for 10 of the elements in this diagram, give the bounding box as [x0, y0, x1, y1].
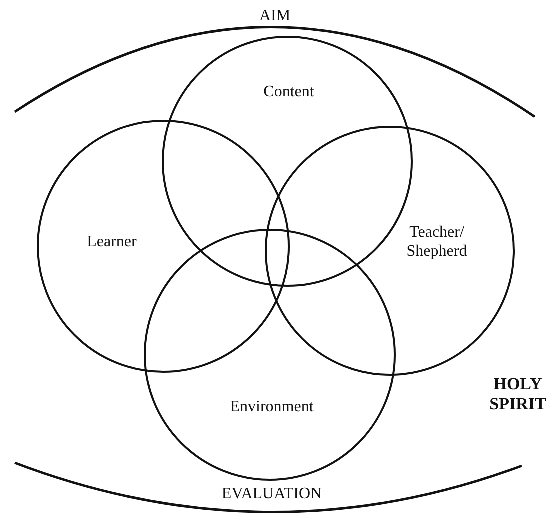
circle-label: Teacher/ Shepherd — [406, 222, 468, 262]
circle — [37, 120, 290, 373]
circle — [144, 229, 396, 481]
circle — [265, 126, 515, 376]
circle-label: Content — [262, 82, 316, 102]
circle-label: Learner — [86, 232, 138, 252]
circle-label: Environment — [229, 397, 315, 417]
footer-label: EVALUATION — [222, 484, 322, 504]
side-label: HOLY SPIRIT — [488, 374, 548, 416]
heading: AIM — [259, 6, 291, 26]
